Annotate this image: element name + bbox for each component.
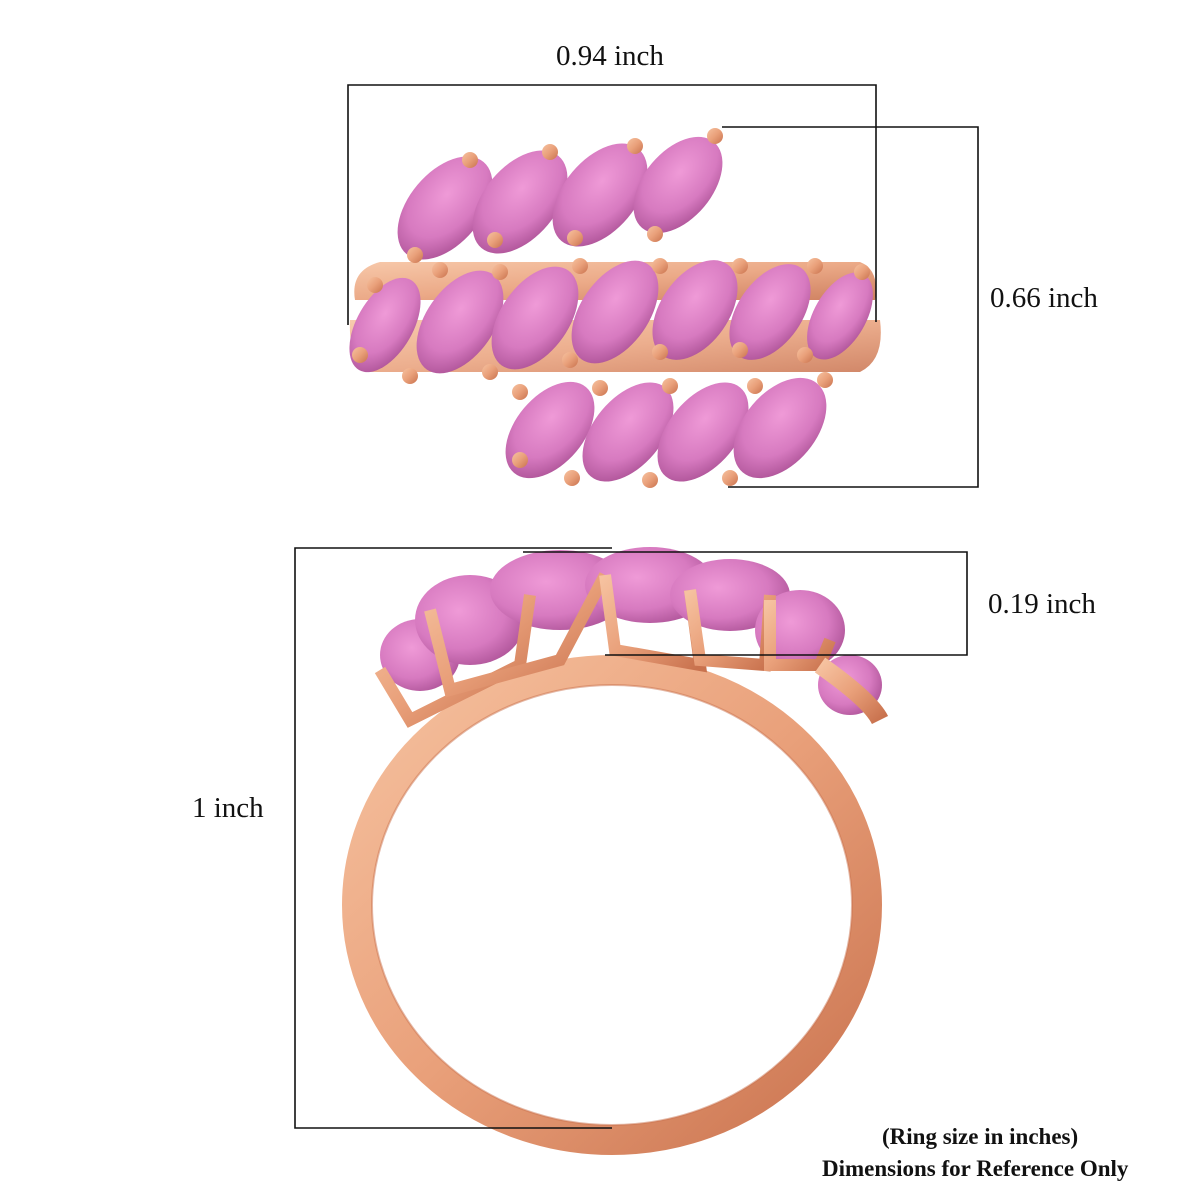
length-dimension-label: 0.66 inch [990,282,1098,314]
gem-row-top [397,136,723,260]
reference-note: Dimensions for Reference Only [822,1156,1129,1181]
ring-height-dimension-label: 1 inch [192,792,264,824]
dimension-lines [294,84,979,1129]
gem-row-bottom [505,377,827,482]
ring-top-view [349,128,881,488]
ring-size-note: (Ring size in inches) [882,1124,1079,1149]
ring-side-view [342,547,889,1155]
gem-row-middle [349,260,873,374]
prongs-side-view [374,572,836,728]
width-dimension-label: 0.94 inch [556,40,664,72]
prongs-top-view [352,128,870,488]
height-dimension-label: 0.19 inch [988,588,1096,620]
